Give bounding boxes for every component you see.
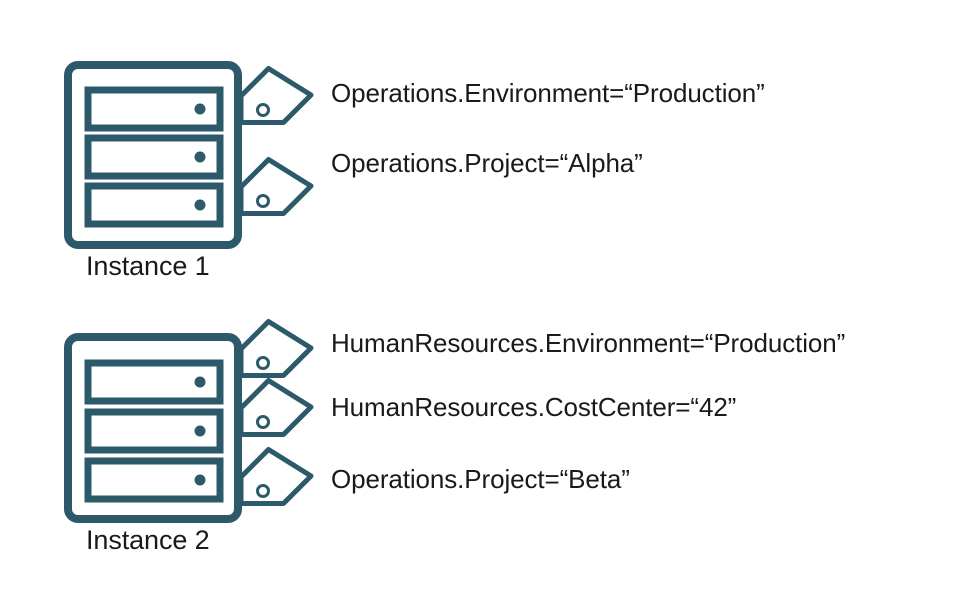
tag-outline-2-3 xyxy=(238,447,314,506)
rack-slot-led-2-3 xyxy=(194,474,206,486)
tag-outline-1-1 xyxy=(238,66,314,125)
tag-outline-1-2 xyxy=(238,157,314,216)
tag-hole-1-1 xyxy=(256,103,270,117)
tag-hole-2-3 xyxy=(256,484,270,498)
rack-slot-led-1-1 xyxy=(194,103,206,115)
tag-label-instance-2-1: HumanResources.Environment=“Production” xyxy=(331,328,846,358)
tag-label-instance-2-2: HumanResources.CostCenter=“42” xyxy=(331,392,737,422)
instance-2-rack xyxy=(64,333,242,523)
rack-slot-led-2-1 xyxy=(194,376,206,388)
instance-2-tag-1[interactable] xyxy=(238,319,314,378)
tag-hole-2-2 xyxy=(256,415,270,429)
instance-caption-2: Instance 2 xyxy=(86,525,210,555)
tag-hole-1-2 xyxy=(256,194,270,208)
instance-1-tag-2[interactable] xyxy=(238,157,314,216)
rack-slot-led-2-2 xyxy=(194,425,206,437)
tag-outline-2-2 xyxy=(238,378,314,437)
tag-label-instance-1-1: Operations.Environment=“Production” xyxy=(331,78,765,108)
rack-slot-led-1-2 xyxy=(194,151,206,163)
instance-2-tag-2[interactable] xyxy=(238,378,314,437)
tag-label-instance-2-3: Operations.Project=“Beta” xyxy=(331,464,630,494)
instance-1-tag-1[interactable] xyxy=(238,66,314,125)
instance-1-rack xyxy=(64,61,242,249)
tag-outline-2-1 xyxy=(238,319,314,378)
instance-caption-1: Instance 1 xyxy=(86,251,210,281)
tag-hole-2-1 xyxy=(256,356,270,370)
rack-slot-led-1-3 xyxy=(194,199,206,211)
tag-label-instance-1-2: Operations.Project=“Alpha” xyxy=(331,148,643,178)
instance-2-tag-3[interactable] xyxy=(238,447,314,506)
